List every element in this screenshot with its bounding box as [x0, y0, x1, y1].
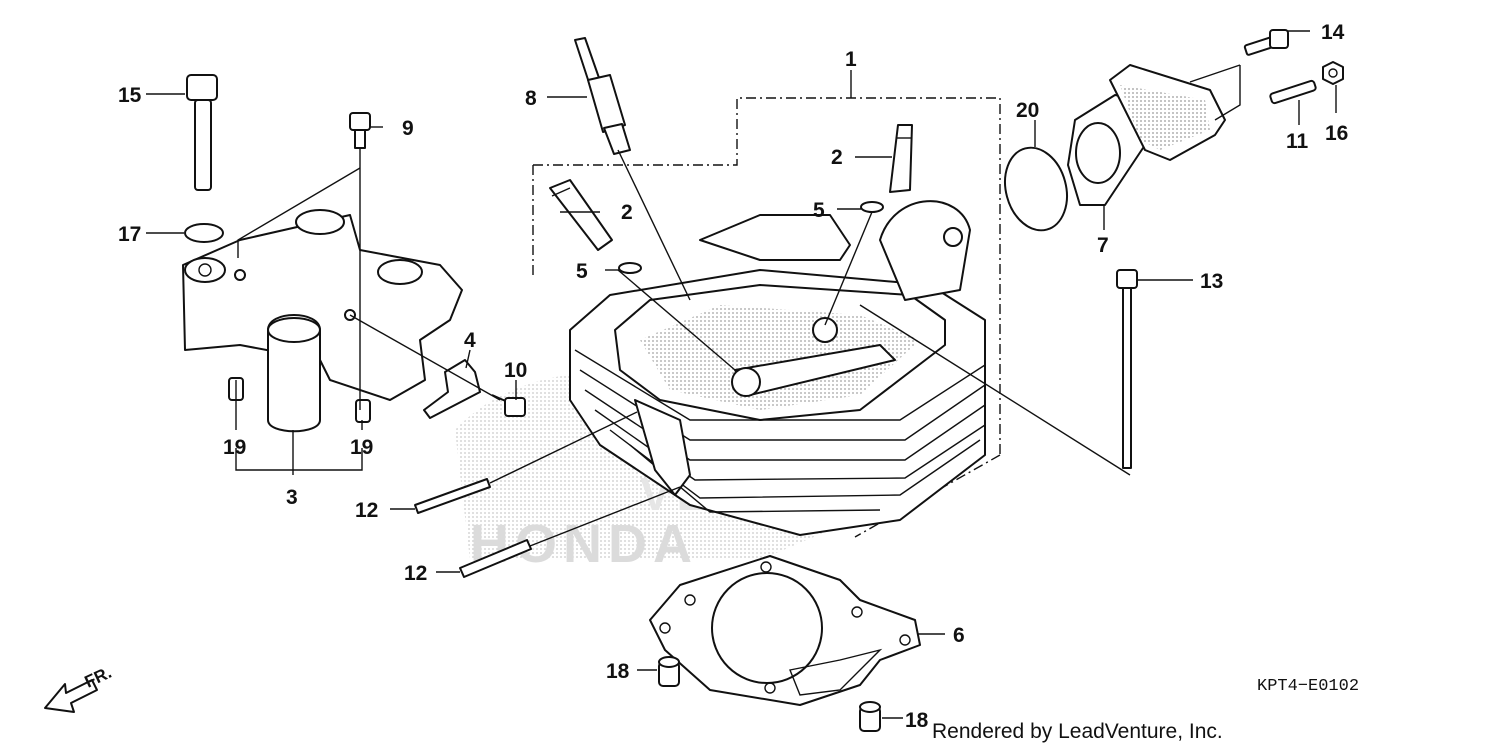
- callout-2-left: 2: [621, 201, 633, 224]
- callout-3: 3: [286, 486, 298, 509]
- callout-20: 20: [1016, 99, 1039, 122]
- callout-15: 15: [118, 84, 142, 107]
- valve-guide-left: [549, 179, 613, 251]
- flange-bolt-9: [349, 112, 371, 149]
- stud-bolt-lower: [459, 539, 532, 578]
- callout-14: 14: [1321, 21, 1345, 44]
- nut-16: [1322, 61, 1344, 85]
- render-credit: Rendered by LeadVenture, Inc.: [932, 720, 1223, 743]
- callout-12-upper: 12: [355, 499, 378, 522]
- dowel-pin-18-lower: [859, 701, 881, 732]
- cylinder-head-gasket: [649, 555, 921, 706]
- valve-guide-right: [889, 124, 913, 193]
- callout-17: 17: [118, 223, 141, 246]
- callout-2-right: 2: [831, 146, 843, 169]
- callout-11: 11: [1286, 130, 1309, 153]
- clip-left: [618, 262, 642, 274]
- callout-5-right: 5: [813, 199, 825, 222]
- cylinder-head: [569, 200, 986, 536]
- stud-11: [1269, 79, 1317, 105]
- callout-13: 13: [1200, 270, 1223, 293]
- callout-19-right: 19: [350, 436, 373, 459]
- rocker-arm-holder: [182, 209, 463, 433]
- callout-8: 8: [525, 87, 537, 110]
- bracket-4: [423, 359, 481, 419]
- spark-plug: [574, 37, 631, 155]
- callout-16: 16: [1325, 122, 1348, 145]
- carburetor-insulator: [1067, 64, 1226, 206]
- o-ring-20: [1004, 146, 1068, 232]
- callout-18-upper: 18: [606, 660, 630, 683]
- callout-5-left: 5: [576, 260, 588, 283]
- long-bolt-13: [1116, 269, 1138, 469]
- callout-1: 1: [845, 48, 857, 71]
- leader-lines: [146, 30, 1337, 719]
- callout-10: 10: [504, 359, 527, 382]
- stud-bolt-upper: [414, 478, 491, 514]
- callout-9: 9: [402, 117, 414, 140]
- front-direction-arrow: FR.: [44, 663, 115, 713]
- bolt-10: [491, 394, 526, 417]
- callout-18-lower: 18: [905, 709, 929, 732]
- callout-labels: 1 2 2 3 4 5 5 6 7 8 9 10 11 12 12 13 14 …: [118, 21, 1348, 732]
- clip-right: [860, 201, 884, 213]
- diagram-code: KPT4−E0102: [1257, 677, 1359, 696]
- callout-12-lower: 12: [404, 562, 427, 585]
- dowel-pin-right: [355, 399, 371, 423]
- flange-bolt-15: [186, 74, 218, 191]
- callout-19-left: 19: [223, 436, 246, 459]
- callout-4: 4: [464, 329, 476, 352]
- watermark-honda-text: HONDA: [470, 514, 698, 574]
- callout-7: 7: [1097, 234, 1109, 257]
- callout-6: 6: [953, 624, 965, 647]
- washer-17: [184, 223, 224, 243]
- dowel-pin-18-upper: [658, 656, 680, 687]
- bolt-14: [1243, 29, 1289, 56]
